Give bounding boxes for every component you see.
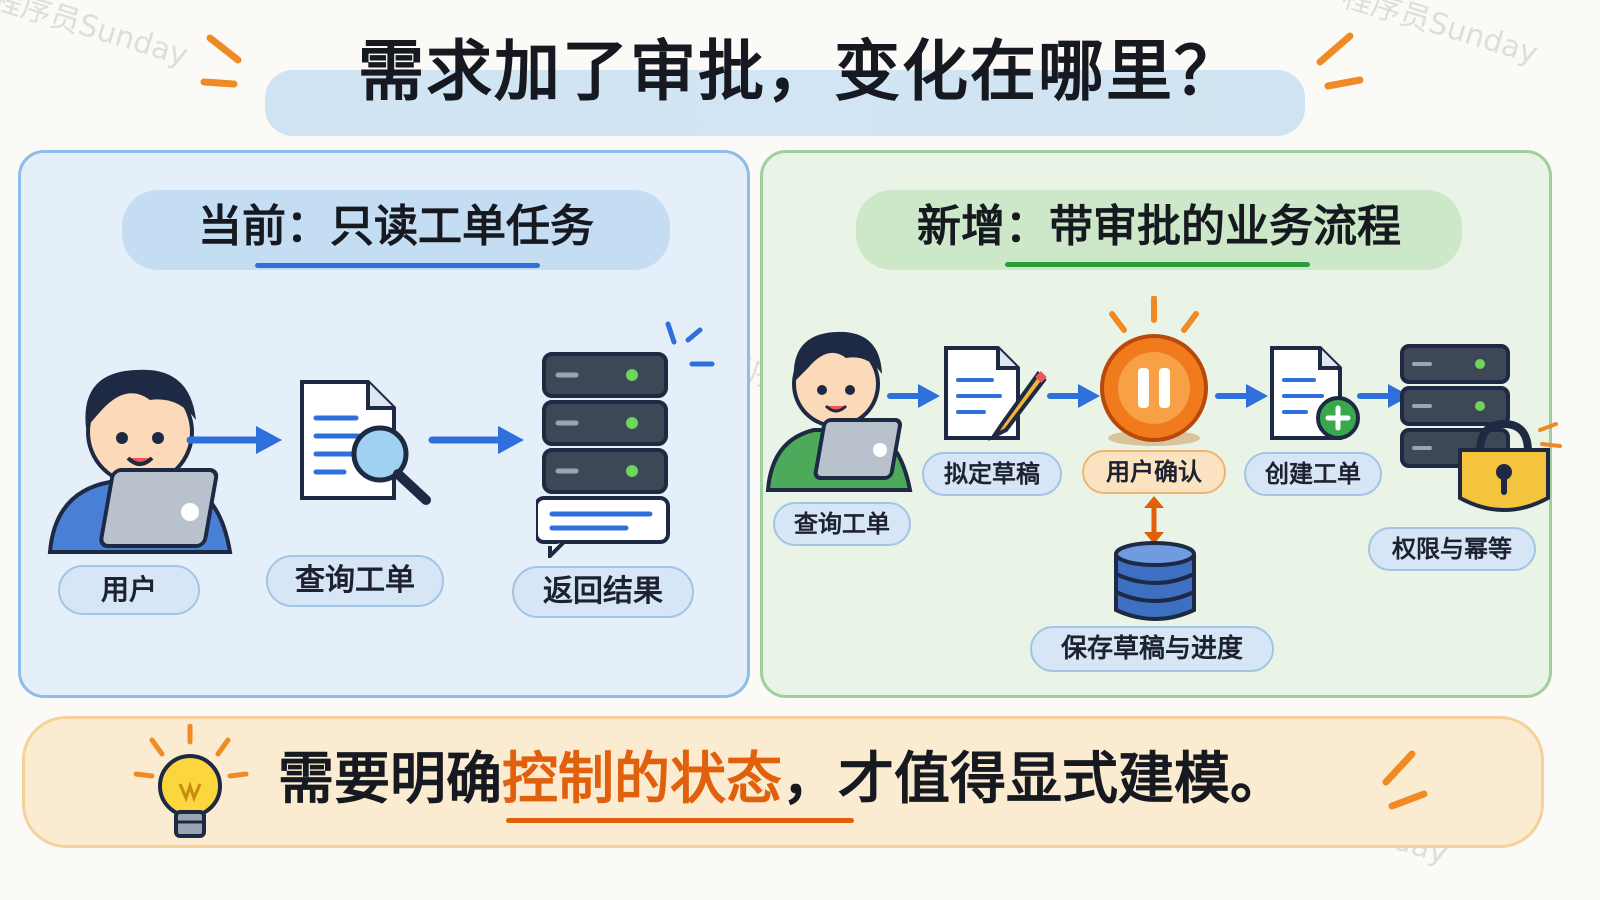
search-document-icon bbox=[300, 380, 431, 505]
arrow-right-icon bbox=[1357, 384, 1410, 408]
summary-highlight: 控制的状态 bbox=[502, 747, 782, 812]
arrow-right-icon bbox=[887, 384, 940, 408]
summary-banner bbox=[22, 716, 1544, 848]
summary-text: 需要明确控制的状态，才值得显式建模。 bbox=[278, 740, 1286, 820]
node-draft-label: 拟定草稿 bbox=[922, 452, 1062, 496]
sparkle-icon bbox=[1382, 750, 1428, 810]
server-icon bbox=[536, 321, 715, 558]
node-save-label: 保存草稿与进度 bbox=[1030, 626, 1274, 672]
node-create-label: 创建工单 bbox=[1244, 452, 1382, 496]
highlight-underline bbox=[506, 818, 854, 823]
node-user-label: 用户 bbox=[58, 565, 200, 615]
create-document-icon bbox=[1270, 346, 1360, 440]
heading-underline bbox=[1005, 262, 1310, 267]
arrow-right-icon bbox=[1047, 384, 1100, 408]
arrow-right-icon bbox=[1215, 384, 1268, 408]
draft-document-icon bbox=[944, 346, 1047, 442]
sparkle-left-icon bbox=[200, 34, 242, 88]
arrow-right-icon bbox=[186, 426, 282, 454]
bidirectional-arrow-icon bbox=[1144, 496, 1164, 544]
heading-underline bbox=[255, 263, 540, 268]
lightbulb-icon bbox=[133, 724, 249, 838]
node-permission-label: 权限与幂等 bbox=[1368, 527, 1536, 571]
sparkle-right-icon bbox=[1316, 32, 1364, 90]
node-query-label: 查询工单 bbox=[773, 502, 911, 546]
summary-suffix: ，才值得显式建模。 bbox=[782, 747, 1286, 812]
node-query-label: 查询工单 bbox=[266, 555, 444, 607]
current-flow-heading: 当前：只读工单任务 bbox=[122, 190, 670, 270]
user-with-laptop-icon bbox=[765, 331, 913, 492]
page-title: 需求加了审批，变化在哪里？ bbox=[358, 33, 1242, 110]
summary-prefix: 需要明确 bbox=[278, 747, 502, 812]
title-highlight bbox=[265, 70, 1305, 136]
user-with-laptop-icon bbox=[47, 369, 233, 554]
new-flow-heading: 新增：带审批的业务流程 bbox=[856, 190, 1462, 270]
database-icon bbox=[1114, 541, 1196, 621]
arrow-right-icon bbox=[428, 426, 524, 454]
server-lock-icon bbox=[1400, 344, 1562, 512]
node-confirm-label: 用户确认 bbox=[1082, 450, 1226, 494]
pause-icon bbox=[1100, 296, 1208, 446]
node-result-label: 返回结果 bbox=[512, 566, 694, 618]
